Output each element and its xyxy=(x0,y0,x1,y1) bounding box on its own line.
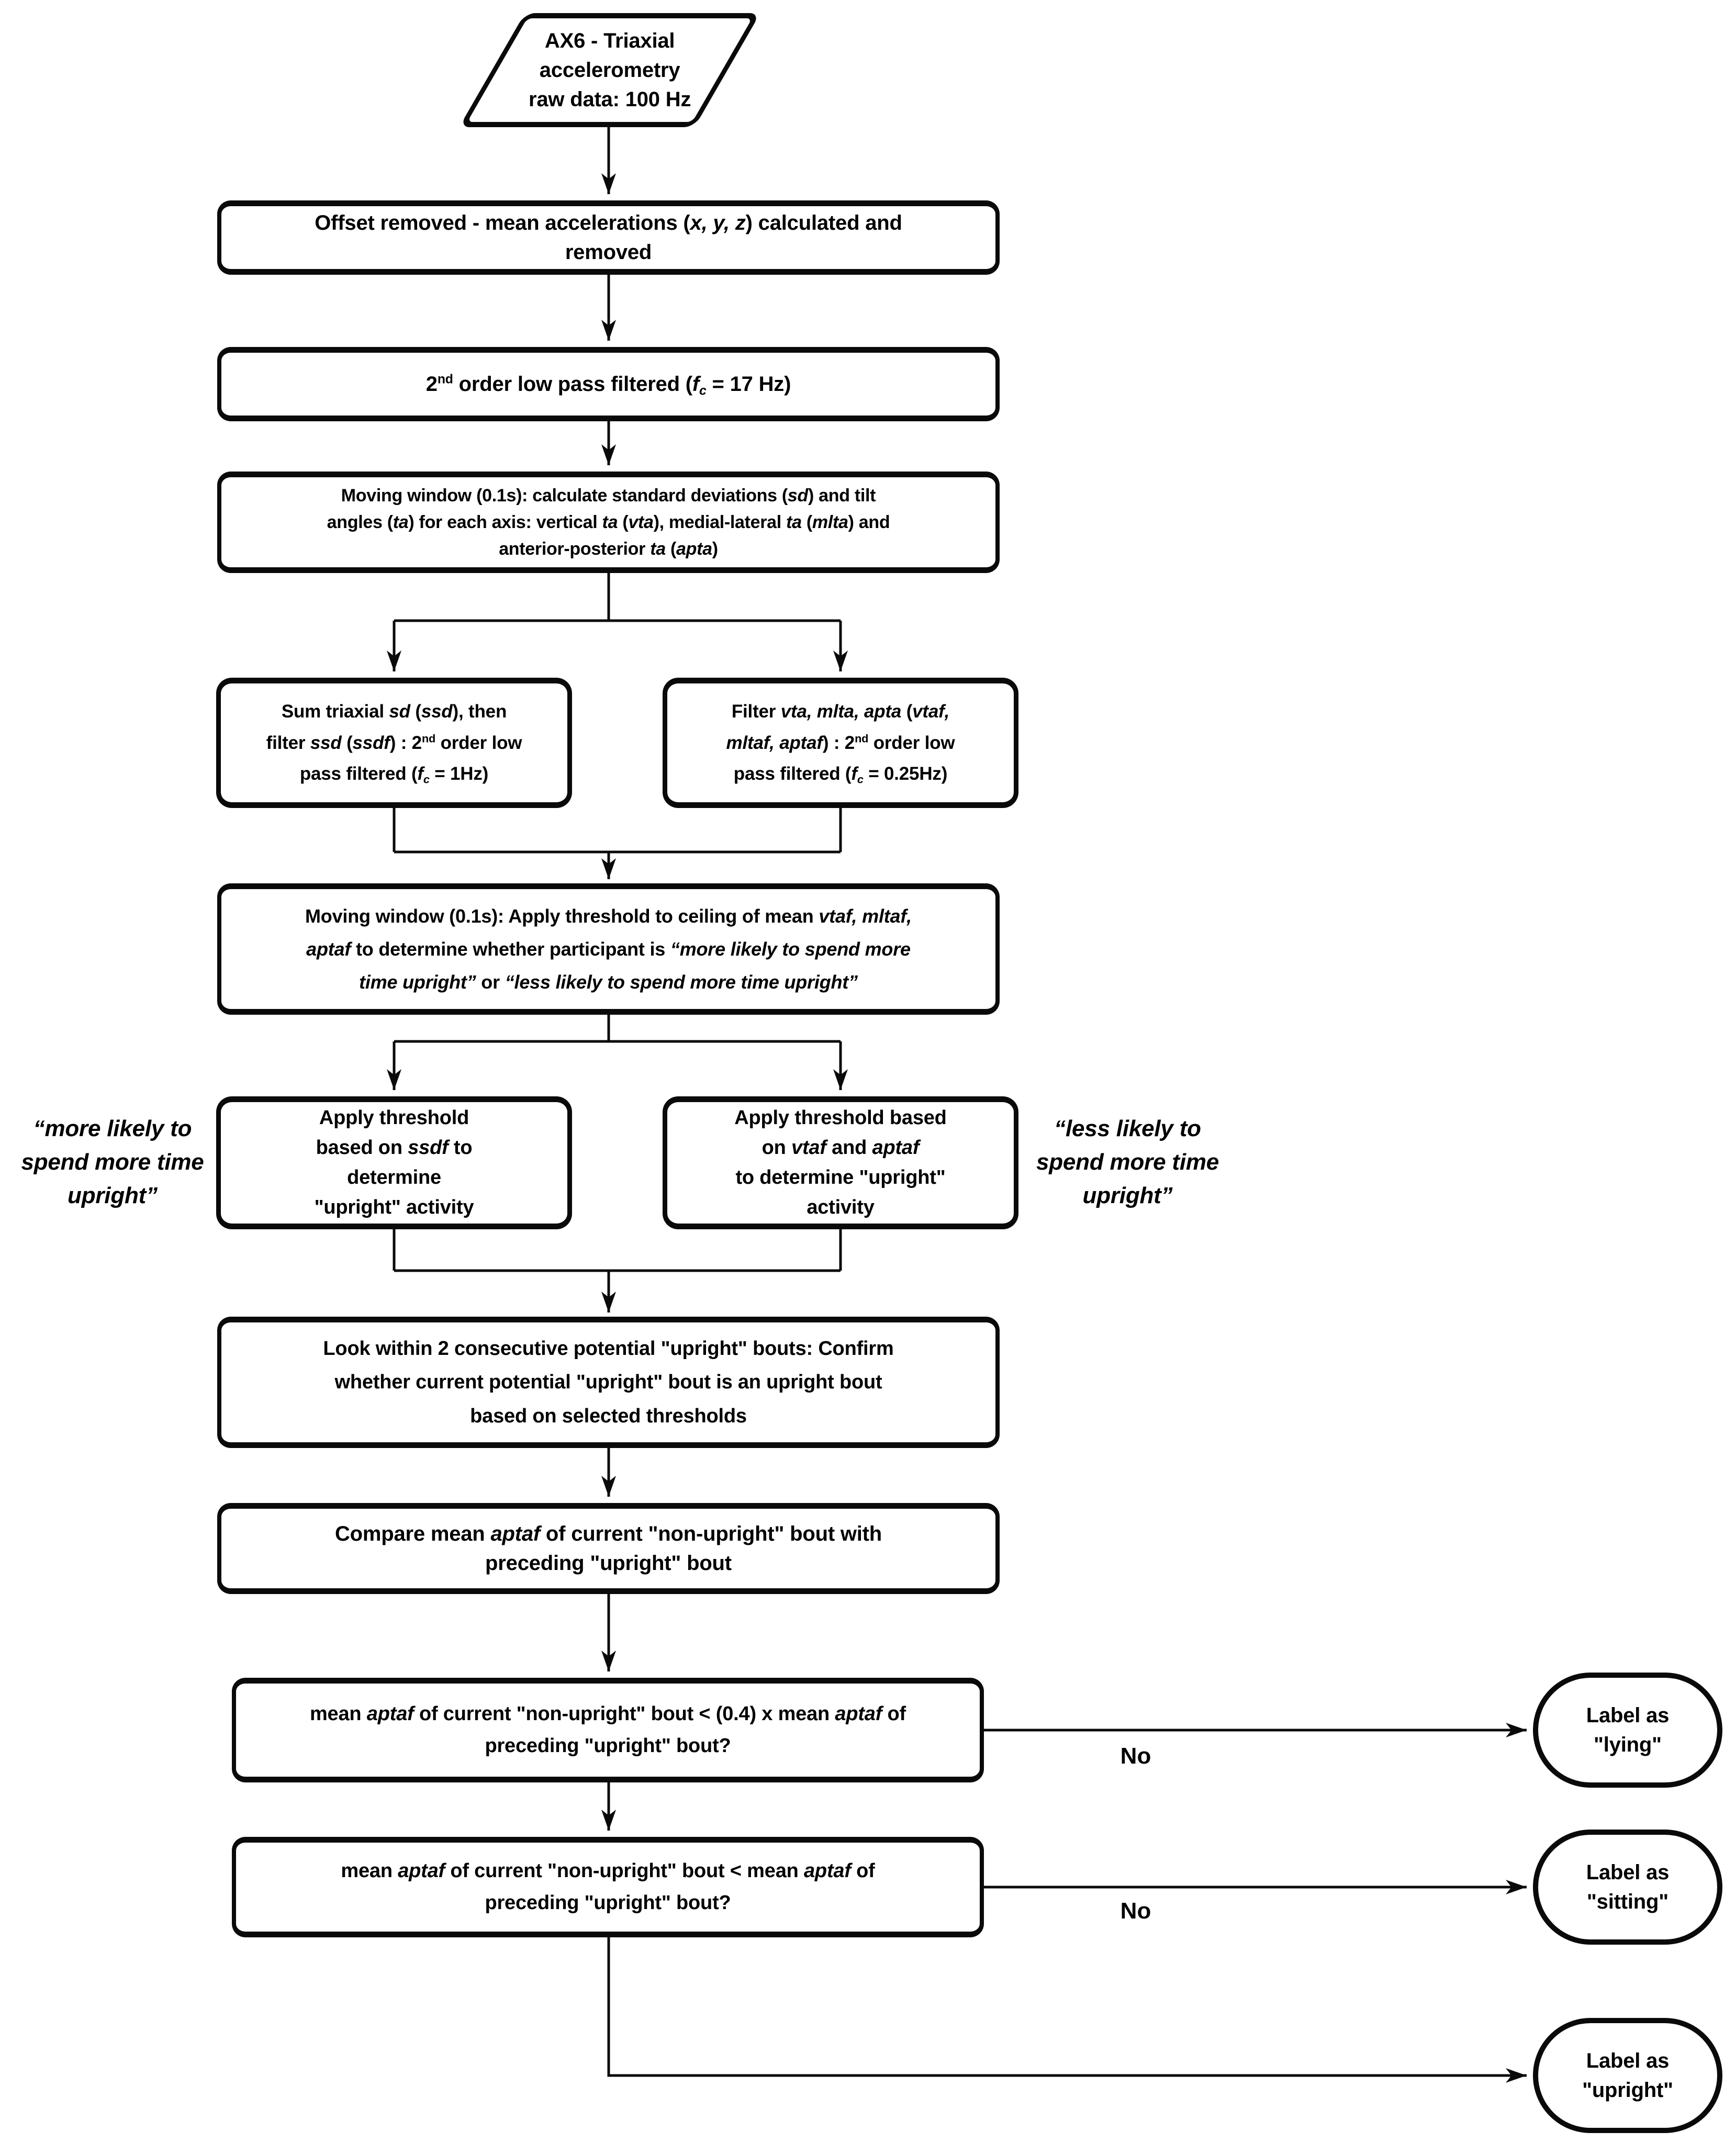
terminal-label-sitting: Label as"sitting" xyxy=(1533,1830,1722,1945)
decision-aptaf-mean-text: mean aptaf of current "non-upright" bout… xyxy=(341,1860,875,1914)
process-moving-window-threshold: Moving window (0.1s): Apply threshold to… xyxy=(217,883,1000,1015)
process-low-pass-17hz-text: 2nd order low pass filtered (fc = 17 Hz) xyxy=(425,372,791,398)
edge-label-no-lying: No xyxy=(1089,1735,1183,1777)
decision-aptaf-04x: mean aptaf of current "non-upright" bout… xyxy=(232,1678,984,1782)
process-filter-ta: Filter vta, mlta, apta (vtaf,mltaf, apta… xyxy=(663,678,1018,808)
edge-label-no-sitting: No xyxy=(1089,1890,1183,1932)
process-filter-ta-text: Filter vta, mlta, apta (vtaf,mltaf, apta… xyxy=(726,701,955,786)
process-compare-aptaf-text: Compare mean aptaf of current "non-uprig… xyxy=(334,1522,882,1575)
decision-aptaf-04x-text: mean aptaf of current "non-upright" bout… xyxy=(309,1703,906,1757)
process-moving-window-sd-ta: Moving window (0.1s): calculate standard… xyxy=(217,472,1000,573)
process-compare-aptaf: Compare mean aptaf of current "non-uprig… xyxy=(217,1503,1000,1594)
process-confirm-upright-bouts: Look within 2 consecutive potential "upr… xyxy=(217,1317,1000,1448)
edge-label-no-sitting-text: No xyxy=(1120,1898,1151,1924)
terminal-label-upright-text: Label as"upright" xyxy=(1582,2049,1673,2102)
process-offset-removed-text: Offset removed - mean accelerations (x, … xyxy=(315,211,902,264)
terminal-label-lying: Label as"lying" xyxy=(1533,1673,1722,1788)
terminal-label-sitting-text: Label as"sitting" xyxy=(1586,1861,1670,1913)
decision-aptaf-mean: mean aptaf of current "non-upright" bout… xyxy=(232,1837,984,1937)
terminal-label-lying-text: Label as"lying" xyxy=(1586,1704,1670,1756)
process-confirm-upright-bouts-text: Look within 2 consecutive potential "upr… xyxy=(323,1337,894,1427)
process-offset-removed: Offset removed - mean accelerations (x, … xyxy=(217,200,1000,275)
terminal-label-upright: Label as"upright" xyxy=(1533,2018,1722,2133)
process-moving-window-threshold-text: Moving window (0.1s): Apply threshold to… xyxy=(305,905,912,993)
edge-decision2-to-upright xyxy=(607,1937,1527,2083)
process-moving-window-sd-ta-text: Moving window (0.1s): calculate standard… xyxy=(327,485,890,559)
process-low-pass-17hz: 2nd order low pass filtered (fc = 17 Hz) xyxy=(217,347,1000,421)
edge-label-no-lying-text: No xyxy=(1120,1743,1151,1769)
